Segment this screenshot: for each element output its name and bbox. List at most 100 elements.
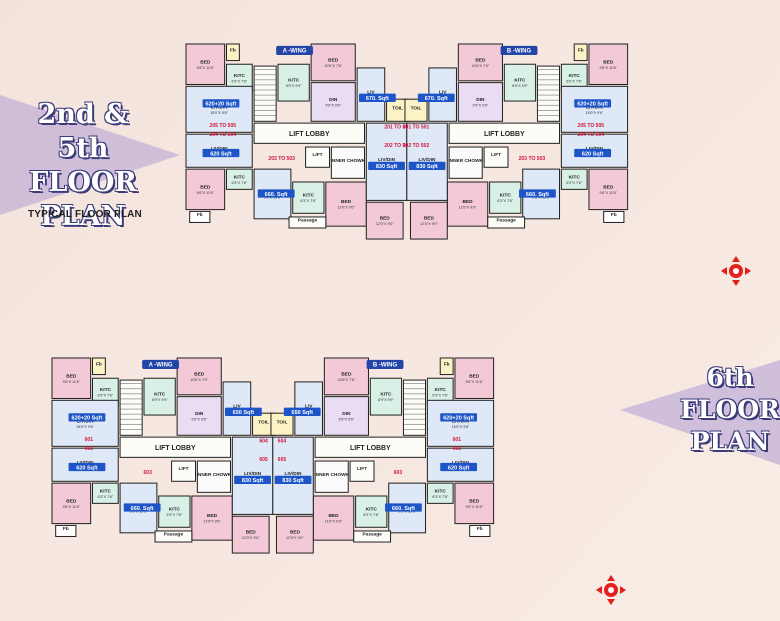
area-badge [234,475,271,485]
room-dimension: 9'6"X 11'6" [197,66,215,70]
area-badge [68,462,106,472]
room-dimension: 6'3"X 7'6" [167,513,183,517]
area-badge-label: 660. Sqft [131,506,154,512]
room-dimension: 6'3"X 7'6" [232,80,248,84]
room [143,377,176,416]
area-badge-label: 830 Sqft [282,478,304,484]
flat-number: 604 [278,439,287,445]
room-label: BED [341,371,352,377]
title-banner-arrow [620,360,780,465]
room-label: LIV/DIN [211,146,229,152]
room [171,460,197,482]
room-label: BED [246,530,257,536]
room [560,168,588,190]
room-label: LIV [233,404,241,410]
area-badge-label: 620+20 Sqft [577,102,608,108]
flat-number: 602 [85,446,94,452]
area-badge [274,475,312,485]
room-label: Passage [496,218,516,224]
area-badge [385,503,422,512]
room [483,146,509,168]
room-label: INNER CHOWK [331,158,366,164]
area-badge [440,413,478,422]
room-label: INNER CHOWK [314,472,349,478]
room-label: Fb [230,47,236,53]
room [55,524,77,537]
room-dimension: 12'0"X 9'0" [286,536,304,540]
room-dimension: 9'6"X 11'6" [600,66,618,70]
room-label: TOIL [258,419,269,425]
room-dimension: 9'6"X 11'6" [466,505,484,509]
flat-number: 205 TO 505 [210,123,237,129]
title-line: FLOOR [29,167,137,198]
room-dimension: 11'0"X 9'0" [203,520,221,524]
room-label: BED [475,57,486,63]
room [51,357,92,399]
room-dimension: 6'3"X 7'6" [432,495,448,499]
room-dimension: 11'0"X 9'0" [337,206,355,210]
room [253,65,277,122]
room-label: TOIL [277,419,288,425]
room-label: Fb [96,361,102,367]
wing-label: B -WING [373,363,398,369]
room [225,43,240,62]
room-dimension: 15'0"X 9'6" [586,111,604,115]
room-label: LIV [305,404,313,410]
room [353,530,392,543]
room [305,146,331,168]
room [536,65,561,122]
room-label: KITC [100,488,112,494]
room-dimension: 11'0"X 9'0" [459,206,477,210]
room [176,396,222,436]
room [158,495,191,528]
room [189,210,211,223]
flat-number: 603 [143,470,152,476]
room-label: KITC [569,73,581,79]
room-label: TOIL [392,105,403,111]
room [314,460,349,493]
room [426,482,454,504]
room-label: KITC [154,392,166,398]
room [365,201,404,240]
room-label: Fb [63,526,69,532]
flat-number: 605 [259,457,268,463]
room-dimension: 9'6"X 11'6" [197,191,215,195]
compass-icon [596,575,626,605]
room-label: BED [66,498,77,504]
room [404,98,428,122]
room-dimension: 12'0"X 9'0" [376,222,394,226]
room-label: Fb [444,361,450,367]
room-label: LIV/DIN [452,460,470,466]
area-badge-label: 650 Sqft [292,410,314,416]
room-label: KITC [500,193,512,199]
room-label: TOIL [411,105,422,111]
room-dimension: 8'9"X 9'9" [286,84,302,88]
flat-number: 205 TO 505 [578,123,605,129]
room [119,379,143,436]
room [231,515,270,554]
room [448,122,561,144]
room [275,515,314,554]
room [185,85,253,133]
room-label: Fb [611,212,617,218]
area-badge [408,161,446,171]
room-label: KITC [169,507,181,513]
wing-label: B -WING [507,49,532,55]
room [487,216,526,229]
room [310,43,356,82]
room [292,181,325,214]
room [457,43,503,82]
room [51,399,119,447]
title-banner-arrow [0,95,180,215]
room-label: BED [328,513,339,519]
title-line: 2nd & 5th [37,99,129,164]
room-label: KITC [366,507,378,513]
area-badge [519,189,556,198]
room [503,63,537,102]
area-badge-label: 620+20 Sqft [443,416,474,422]
room [409,201,448,240]
room-label: LIV/DIN [419,157,437,163]
room [454,357,495,399]
